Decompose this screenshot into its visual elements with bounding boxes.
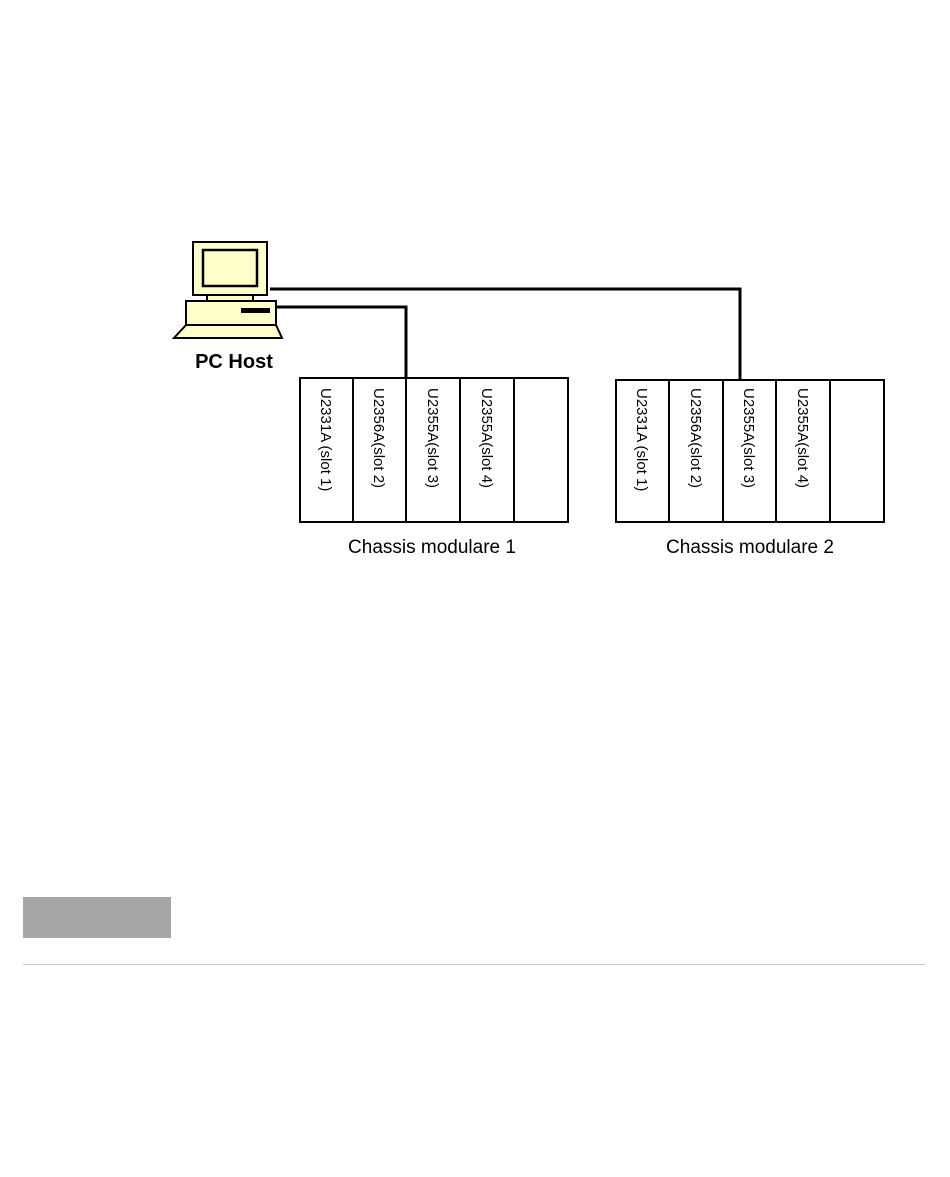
chassis-2-slot-4-label: U2355A(slot 4) bbox=[794, 388, 811, 488]
chassis-2-slot-2-label: U2356A(slot 2) bbox=[687, 388, 704, 488]
disk-drive bbox=[241, 308, 270, 313]
chassis-2-label: Chassis modulare 2 bbox=[666, 537, 834, 558]
desktop-computer-icon bbox=[174, 242, 282, 338]
chassis-1-slot-2-label: U2356A(slot 2) bbox=[370, 388, 387, 488]
chassis-2: U2331A (slot 1) U2356A(slot 2) U2355A(sl… bbox=[616, 380, 884, 522]
chassis-2-slot-3-label: U2355A(slot 3) bbox=[740, 388, 757, 488]
chassis-1: U2331A (slot 1) U2356A(slot 2) U2355A(sl… bbox=[300, 378, 568, 522]
chassis-1-slot-3-label: U2355A(slot 3) bbox=[424, 388, 441, 488]
pc-host-label: PC Host bbox=[195, 351, 273, 373]
chassis-1-label: Chassis modulare 1 bbox=[348, 537, 516, 558]
chassis-1-slot-4-label: U2355A(slot 4) bbox=[478, 388, 495, 488]
page-divider bbox=[23, 964, 925, 965]
monitor-screen bbox=[203, 250, 257, 286]
connection-lines bbox=[268, 289, 740, 380]
connection-line-chassis-2 bbox=[270, 289, 740, 380]
keyboard bbox=[174, 325, 282, 338]
gray-tab-block bbox=[23, 897, 171, 938]
chassis-2-slot-1-label: U2331A (slot 1) bbox=[633, 388, 650, 491]
connection-line-chassis-1 bbox=[268, 307, 406, 380]
chassis-1-slot-1-label: U2331A (slot 1) bbox=[317, 388, 334, 491]
